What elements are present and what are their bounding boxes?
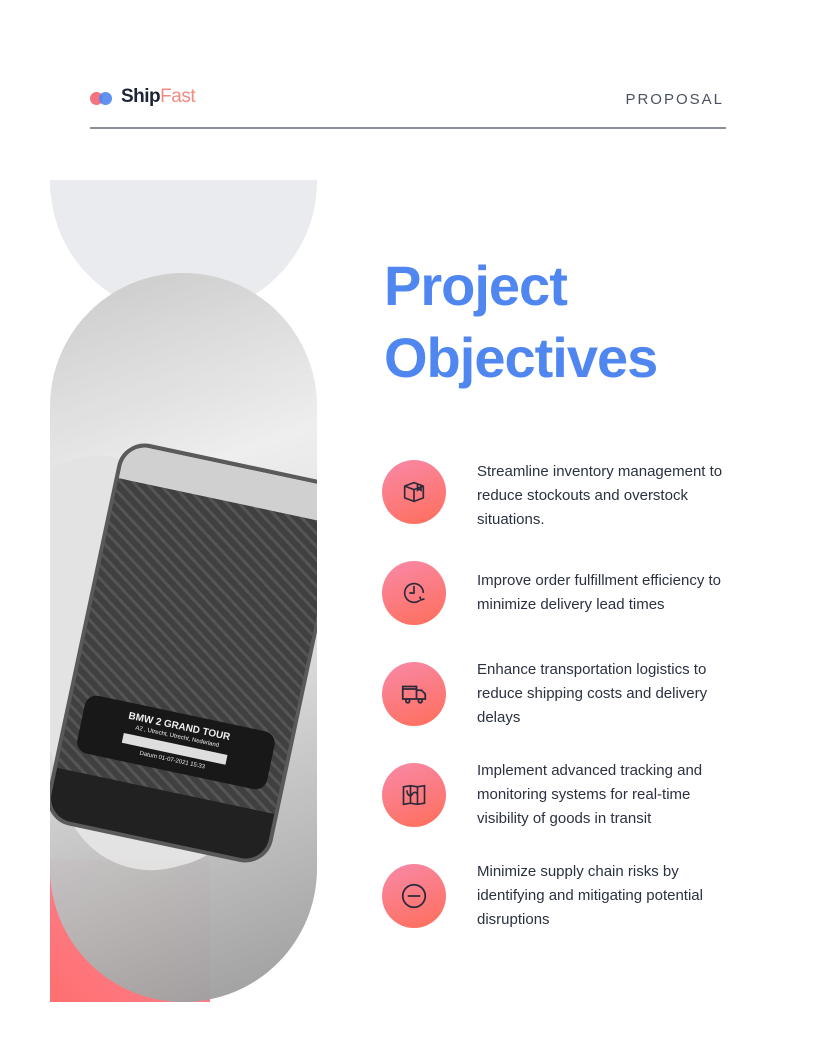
brand-name: ShipFast <box>121 86 196 108</box>
objective-item: Minimize supply chain risks by identifyi… <box>382 863 703 928</box>
package-icon <box>382 460 446 524</box>
brand-logo: ShipFast <box>90 86 196 108</box>
objective-text: Implement advanced tracking and monitori… <box>477 762 703 827</box>
objective-text: Improve order fulfillment efficiency to … <box>477 572 721 613</box>
objective-item: Enhance transportation logistics to redu… <box>382 661 707 726</box>
page-title: Project Objectives <box>384 250 658 394</box>
header-divider <box>90 127 726 129</box>
title-line-2: Objectives <box>384 326 658 389</box>
objective-item: Implement advanced tracking and monitori… <box>382 762 702 827</box>
clock-refresh-icon <box>382 561 446 625</box>
truck-icon <box>382 662 446 726</box>
document-label: PROPOSAL <box>625 91 724 108</box>
brand-name-part2: Fast <box>160 86 196 107</box>
objective-item: Improve order fulfillment efficiency to … <box>382 561 721 625</box>
objective-item: Streamline inventory management to reduc… <box>382 460 722 528</box>
objective-text: Streamline inventory management to reduc… <box>477 463 723 528</box>
title-line-1: Project <box>384 254 568 317</box>
minus-circle-icon <box>382 864 446 928</box>
logo-dot-blue-icon <box>99 92 112 105</box>
brand-name-part1: Ship <box>121 86 161 107</box>
objective-text: Minimize supply chain risks by identifyi… <box>477 863 703 928</box>
phone-photo: BMW 2 GRAND TOUR A2 , Utrecht, Utrecht, … <box>50 273 317 1002</box>
objective-text: Enhance transportation logistics to redu… <box>477 661 708 726</box>
map-route-icon <box>382 763 446 827</box>
